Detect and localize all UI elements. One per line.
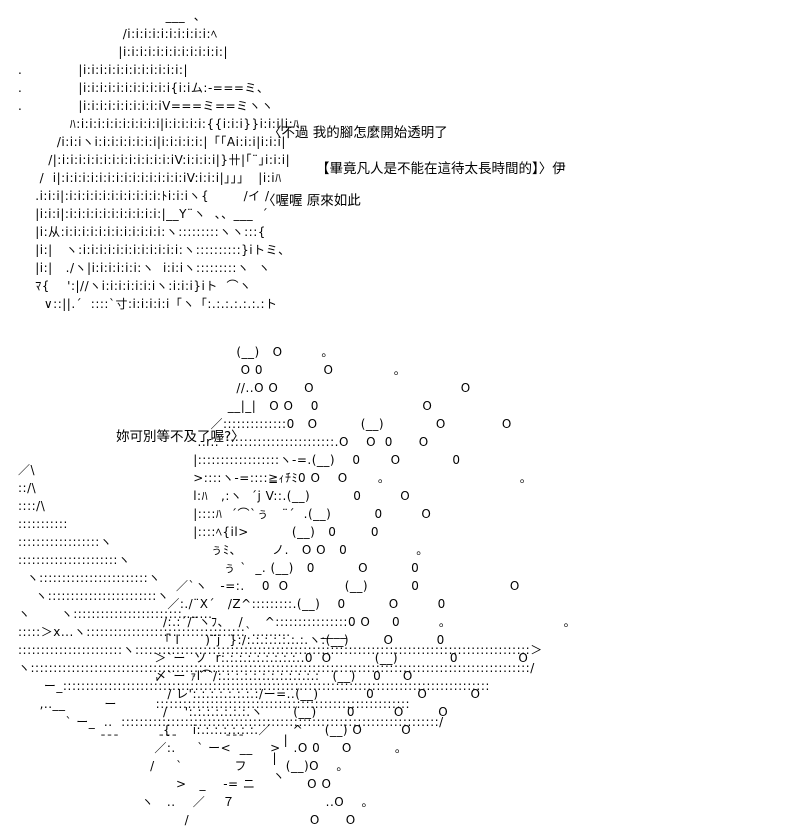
art-left-line: :::::＞x...ヽ:::::::::::::::::::::::::::::… [18, 625, 347, 639]
art-left-line: ヽ ヽ::::::::::::::::::::::::....... [18, 607, 213, 621]
art-top-line: |i:从:i:i:i:i:i:i:i:i:i:i:i:i:ヽ:::::::::ヽ… [18, 225, 266, 239]
art-top-line: ﾏ{ ':|//ヽi:i:i:i:i:i:iヽ:i:i:i}iト ⌒ヽ [18, 279, 252, 293]
art-bottom-line: __|_| O O 0 O [12, 399, 433, 413]
art-left-line: ヽ:::::::::::::::::::::::::::::::::::::::… [18, 661, 535, 675]
art-left-line: ::/\ [18, 481, 37, 495]
art-bottom-line: 〆`ー ｧl⌒/:.:.:.:.:.:.:.:.:.:.:.: (__) 0 O [12, 669, 413, 683]
art-bottom-line: ぅ ` _. (__) 0 O 0 [12, 561, 420, 575]
art-bottom-line: |::::ﾍ{il> (__) 0 0 [12, 525, 380, 539]
art-bottom-line: ぅﾐ、 ノ. O O 0 。 [12, 543, 429, 557]
art-left-line: ヽ::::::::::::::::::::::::ヽ [18, 571, 161, 585]
art-left-line: | [18, 751, 278, 765]
art-bottom-line: /:.:´/¨ヽﾌ、 / ^::::::::::::::::0 O 0 。 。 [12, 615, 577, 629]
art-bottom-line: ＞`ー ソ r:.:.:.:.:.:.:.:.:..0 O (__) 0 O [12, 651, 529, 665]
art-bottom-line: { i:.:.:.:.:.:.:.／ ^ (__) O O [12, 723, 412, 737]
art-bottom-line: |::::ﾊ ´⌒`ぅ ¨´ .(__) 0 O [12, 507, 432, 521]
art-top-line: . |i:i:i:i:i:i:i:i:i:iV===ミ==ミヽヽ [18, 99, 274, 113]
art-top-line: /|:i:i:i:i:i:i:i:i:i:i:i:i:i:iV:i:i:i:i|… [18, 153, 291, 167]
dialog-line: 〈喔喔 原來如此 [262, 193, 361, 209]
art-left-line: ヽ [18, 769, 286, 783]
art-bottom-line: ／`ヽ -=:. 0 O (__) 0 O [12, 579, 520, 593]
art-bottom-line: ／::::::::::::::0 O (__) O O [12, 417, 512, 431]
art-bottom-line: ヽ .. ／ ７ ..O 。 [12, 795, 374, 809]
art-bottom-line: / O O [12, 813, 356, 827]
art-left-line: ／\ [18, 463, 36, 477]
art-bottom-line: / ` フ (__)O 。 [12, 759, 349, 773]
art-left-line: ::::::::::::::::::ヽ [18, 535, 113, 549]
art-bottom-line: ／:./¨X´ /Z^:::::::::.(__) 0 O 0 [12, 597, 446, 611]
art-bottom-line: ／:. ` ー< __ > .O 0 O 。 [12, 741, 408, 755]
art-top-line: ___ 、 [88, 9, 207, 23]
art-top-line: ﾊ:i:i:i:i:i:i:i:i:i:i|i:i:i:i:i:{{i:i:i}… [18, 117, 300, 131]
art-bottom-line: / レ':.:.:.:.:.:.:.:/ー=..(__) 0 O O [12, 687, 481, 701]
art-bottom-line: |::::::::::::::::::ヽ-=.(__) 0 O 0 [12, 453, 461, 467]
art-bottom-line: / ':.:.:.:.:.:.:.ヽ (__) 0 O O [12, 705, 449, 719]
art-left-line: ¯¯¯ ¯¯¯ ¯¯¯ | [18, 733, 289, 747]
art-left-line: ::::/\ [18, 499, 46, 513]
art-bottom-line: l:ﾊ ,:ヽ ´j V::.(__) 0 O [12, 489, 411, 503]
art-top-line: . |i:i:i:i:i:i:i:i:i:i:i{i:iム:-===ミ、 [18, 81, 270, 95]
art-top-line: ∨::||.´ ::::`寸:i:i:i:i:i「ヽ「:.:.:.:.:.:.:… [18, 297, 278, 311]
art-top-line: . |i:i:i:i:i:i:i:i:i:i:i:i:| [18, 63, 189, 77]
dialog-line: 〈不過 我的腳怎麼開始透明了 [268, 125, 448, 141]
art-top-line: /i:i:i:i:i:i:i:i:i:i:ﾍ [58, 27, 218, 41]
art-bottom-line: //..O O O O [12, 381, 471, 395]
art-left-line: ::::::::::::::::::::::ヽ [18, 553, 131, 567]
art-top-line: |i:| ./ヽ|i:i:i:i:i:i:ヽ i:i:iヽ:::::::::ヽ … [18, 261, 271, 275]
art-top-line: /i:i:iヽi:i:i:i:i:i:i:i|i:i:i:i:i:|「「Ai:i… [18, 135, 286, 149]
art-bottom-line: >::::ヽ-=::::≧ｨﾁﾐ0 O O 。 。 [12, 471, 533, 485]
art-top-line: |i:| ヽ:i:i:i:i:i:i:i:i:i:i:i:i:ヽ::::::::… [18, 243, 291, 257]
art-top-line: / i|:i:i:i:i:i:i:i:i:i:i:i:i:i:i:iV:i:i:… [18, 171, 282, 185]
art-left-line: ー_::::::::::::::::::::::::::::::::::::::… [18, 679, 490, 693]
art-bottom-line: 「 l )¨j }:/:.:.:.:.:.:.:.ヽ:(__) O 0 [12, 633, 445, 647]
art-bottom-line: (__) O 。 [12, 345, 334, 359]
ascii-art-canvas: ___ 、 /i:i:i:i:i:i:i:i:i:i:ﾍ |i:i:i:i:i:… [12, 8, 800, 834]
art-bottom-line: O 0 O 。 [12, 363, 407, 377]
dialog-line: 妳可別等不及了喔?〉 [116, 429, 245, 445]
art-left-line: ,..__ ー ::::::::::::::::::::::::::::::::… [18, 697, 411, 711]
art-bottom-line: > _ -= ニ O O [12, 777, 332, 791]
art-top-line: |i:i:i:i:i:i:i:i:i:i:i:i:| [58, 45, 229, 59]
art-top-line: |i:i:i|:i:i:i:i:i:i:i:i:i:i:i:|__Y¨ヽ 、、_… [18, 207, 269, 221]
art-left-line: :::::::::::::::::::::::ヽ::::::::::::::::… [18, 643, 543, 657]
art-top-line: .i:i:i|:i:i:i:i:i:i:i:i:i:i:i:ﾄi:i:iヽ{ /… [18, 189, 270, 203]
dialog-line: 【畢竟凡人是不能在這待太長時間的】〉伊 [316, 161, 566, 177]
art-left-line: ヽ::::::::::::::::::::::::ヽ [18, 589, 170, 603]
art-bottom-line: ..r..´::::::::::::::::::::::::.O O 0 O [12, 435, 429, 449]
art-left-line: ::::::::::: [18, 517, 68, 531]
art-left-line: ` ー_ .. ::::::::::::::::::::::::::::::::… [18, 715, 444, 729]
